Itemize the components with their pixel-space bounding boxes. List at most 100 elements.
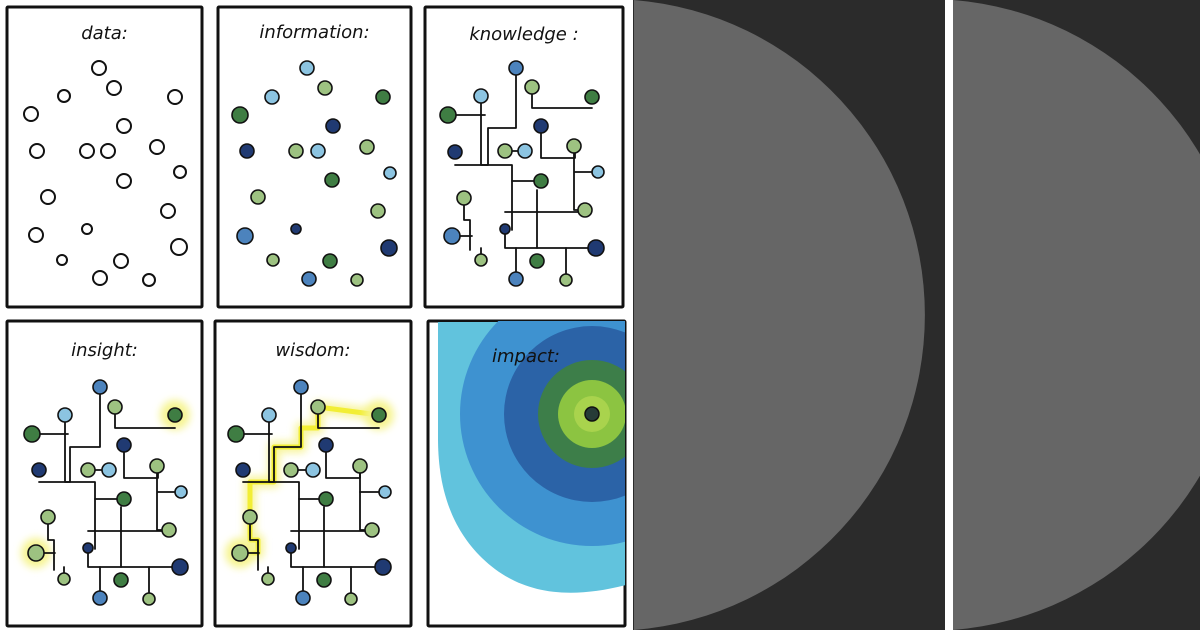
insight-node-2 [57,407,73,423]
insight-node-5 [116,437,132,453]
wisdom-node-19 [295,590,311,606]
insight-node-4 [23,425,41,443]
insight-node-15 [27,544,45,562]
knowledge-node-20 [559,273,573,287]
impact-rings [438,321,625,593]
impact-title: impact: [492,346,560,367]
information-node-3 [375,89,391,105]
data-node-4 [23,106,39,122]
wisdom-node-9 [352,458,368,474]
insight-title: insight: [71,340,138,361]
wisdom-link-11 [290,547,384,568]
data-node-20 [142,273,156,287]
comic-panels: data: information: knowledge : insight: wisd… [5,5,627,628]
insight-node-12 [40,509,56,525]
wisdom-node-20 [344,592,358,606]
information-node-20 [350,273,364,287]
knowledge-node-10 [591,165,605,179]
knowledge-node-18 [529,253,545,269]
data-node-10 [173,165,187,179]
knowledge-node-11 [533,173,549,189]
knowledge-node-8 [517,143,533,159]
data-node-5 [116,118,132,134]
insight-node-18 [113,572,129,588]
white-divider [945,0,953,630]
knowledge-node-13 [577,202,593,218]
information-node-16 [380,239,398,257]
data-node-15 [28,227,44,243]
wisdom-node-3 [371,407,387,423]
knowledge-node-14 [499,223,511,235]
insight-node-14 [82,542,94,554]
information-node-14 [290,223,302,235]
information-node-7 [288,143,304,159]
wisdom-link-0 [242,386,302,483]
knowledge-node-0 [508,60,524,76]
information-node-11 [324,172,340,188]
wisdom-node-6 [235,462,251,478]
knowledge-node-19 [508,271,524,287]
insight-node-3 [167,407,183,423]
information-node-10 [383,166,397,180]
wisdom-node-10 [378,485,392,499]
impact-center [584,406,600,422]
insight-node-19 [92,590,108,606]
information-node-13 [370,203,386,219]
wisdom-node-13 [364,522,380,538]
data-node-1 [106,80,122,96]
right-decorative-area [633,0,1200,630]
knowledge-link-0 [454,67,517,166]
insight-node-13 [161,522,177,538]
information-node-1 [317,80,333,96]
wisdom-node-1 [310,399,326,415]
insight-node-8 [101,462,117,478]
data-panel: data: [5,5,204,309]
wisdom-node-2 [261,407,277,423]
wisdom-panel: wisdom: [213,319,413,628]
data-node-9 [149,139,165,155]
insight-node-6 [31,462,47,478]
data-node-12 [40,189,56,205]
wisdom-node-17 [261,572,275,586]
wisdom-node-11 [318,491,334,507]
information-panel: information: [216,5,413,309]
wisdom-title: wisdom: [275,340,350,361]
insight-node-17 [57,572,71,586]
wisdom-node-16 [374,558,392,576]
data-node-6 [29,143,45,159]
wisdom-node-14 [285,542,297,554]
knowledge-node-6 [447,144,463,160]
information-title: information: [259,22,369,43]
data-node-11 [116,173,132,189]
data-node-17 [56,254,68,266]
information-node-8 [310,143,326,159]
knowledge-node-16 [587,239,605,257]
knowledge-panel: knowledge : [423,5,625,309]
knowledge-node-12 [456,190,472,206]
insight-link-2 [64,414,96,550]
wisdom-node-5 [318,437,334,453]
wisdom-node-8 [305,462,321,478]
knowledge-node-5 [533,118,549,134]
insight-node-11 [116,491,132,507]
data-node-0 [91,60,107,76]
insight-panel: insight: [5,319,204,628]
data-node-2 [57,89,71,103]
insight-node-0 [92,379,108,395]
data-node-13 [160,203,176,219]
information-node-5 [325,118,341,134]
knowledge-node-4 [439,106,457,124]
knowledge-title: knowledge : [469,24,578,45]
knowledge-node-15 [443,227,461,245]
wisdom-node-7 [283,462,299,478]
information-node-19 [301,271,317,287]
data-node-16 [170,238,188,256]
wisdom-link-2 [268,414,300,550]
insight-node-20 [142,592,156,606]
data-node-14 [81,223,93,235]
knowledge-link-2 [480,95,513,231]
knowledge-node-7 [497,143,513,159]
information-node-17 [266,253,280,267]
knowledge-node-2 [473,88,489,104]
